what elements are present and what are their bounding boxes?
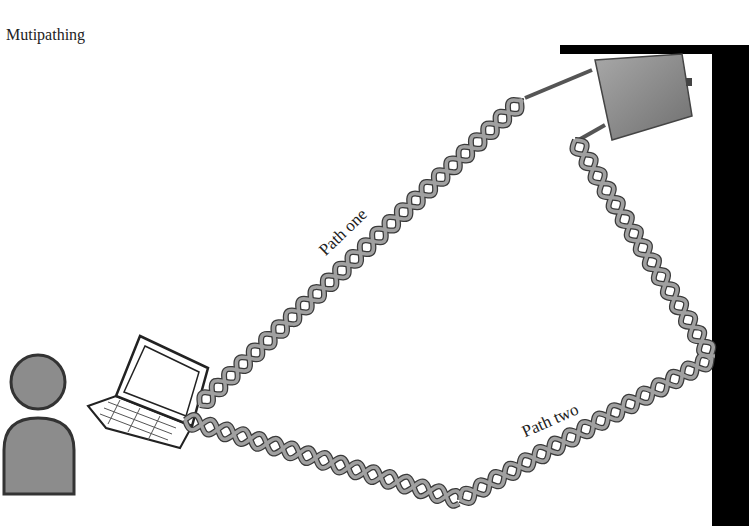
antenna bbox=[525, 70, 592, 98]
person-head bbox=[11, 355, 65, 409]
wave-outline bbox=[460, 355, 712, 500]
access-point-port bbox=[686, 78, 692, 86]
ceiling bbox=[560, 45, 749, 54]
wave-strand bbox=[185, 420, 459, 506]
laptop-display bbox=[124, 346, 199, 416]
wave-strand bbox=[199, 98, 521, 405]
wave-strand bbox=[460, 358, 712, 503]
person-body bbox=[4, 418, 74, 494]
wave-strand bbox=[460, 355, 712, 500]
signal-paths bbox=[185, 98, 715, 505]
path-label: Path two bbox=[519, 399, 582, 442]
wall bbox=[712, 48, 749, 526]
wave-outline bbox=[185, 415, 461, 501]
access-point bbox=[595, 54, 692, 140]
wave-strand bbox=[185, 415, 461, 501]
wave-outline bbox=[575, 140, 713, 360]
wave-strand bbox=[575, 140, 713, 360]
wave-outline bbox=[185, 420, 459, 506]
wave-outline bbox=[460, 358, 712, 503]
figure-title: Mutipathing bbox=[6, 26, 85, 44]
